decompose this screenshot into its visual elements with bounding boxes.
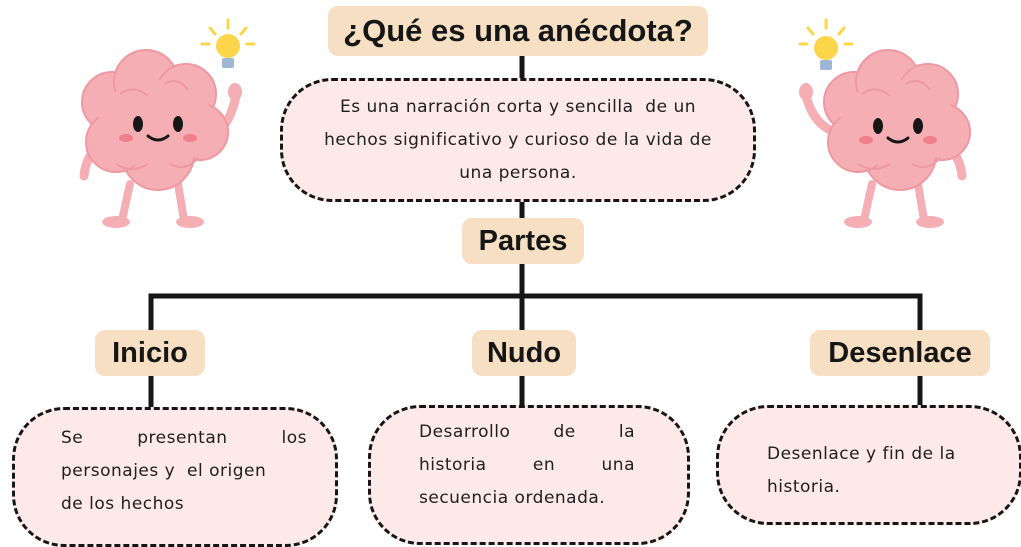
inicio-line-3: de los hechos: [61, 494, 185, 514]
desenlace-label: Desenlace: [810, 330, 990, 376]
nudo-word: en: [532, 455, 556, 475]
parts-label: Partes: [462, 218, 584, 264]
nudo-word: la: [618, 422, 635, 442]
inicio-line-1: Se presentan los: [61, 422, 307, 455]
brain-mascot-right-icon: [798, 18, 971, 228]
title-text: ¿Qué es una anécdota?: [343, 13, 693, 48]
title-label: ¿Qué es una anécdota?: [328, 6, 708, 56]
inicio-box: Se presentan los personajes y el origen …: [12, 407, 338, 547]
desenlace-line-1: Desenlace y fin de la: [767, 444, 956, 464]
inicio-word: los: [281, 428, 307, 448]
nudo-text: Nudo: [486, 336, 562, 369]
nudo-box: Desarrollo de la historia en una secuenc…: [368, 405, 690, 545]
parts-text: Partes: [478, 224, 568, 257]
nudo-word: de: [553, 422, 576, 442]
brain-mascot-left-icon: [79, 18, 256, 228]
desenlace-line-2: historia.: [767, 477, 841, 497]
nudo-word: Desarrollo: [419, 422, 511, 442]
definition-line: hechos significativo y curioso de la vid…: [324, 129, 712, 150]
nudo-line-2: historia en una: [419, 449, 635, 482]
inicio-word: Se: [61, 428, 84, 448]
inicio-text: Inicio: [112, 336, 188, 369]
inicio-line-2: personajes y el origen: [61, 461, 267, 481]
nudo-word: historia: [419, 455, 487, 475]
connector-lines: [148, 53, 923, 411]
desenlace-text: Desenlace: [828, 336, 972, 369]
definition-line: Es una narración corta y sencilla de un: [339, 96, 697, 117]
inicio-label: Inicio: [95, 330, 205, 376]
definition-box: Es una narración corta y sencilla de un …: [280, 78, 756, 202]
definition-line: una persona.: [459, 162, 577, 183]
nudo-line-3: secuencia ordenada.: [419, 488, 606, 508]
nudo-line-1: Desarrollo de la: [419, 416, 635, 449]
nudo-word: una: [601, 455, 635, 475]
inicio-word: presentan: [137, 428, 228, 448]
desenlace-box: Desenlace y fin de la historia.: [716, 405, 1021, 525]
nudo-label: Nudo: [472, 330, 576, 376]
lightbulb-icon: [798, 18, 854, 70]
lightbulb-icon: [200, 18, 256, 68]
